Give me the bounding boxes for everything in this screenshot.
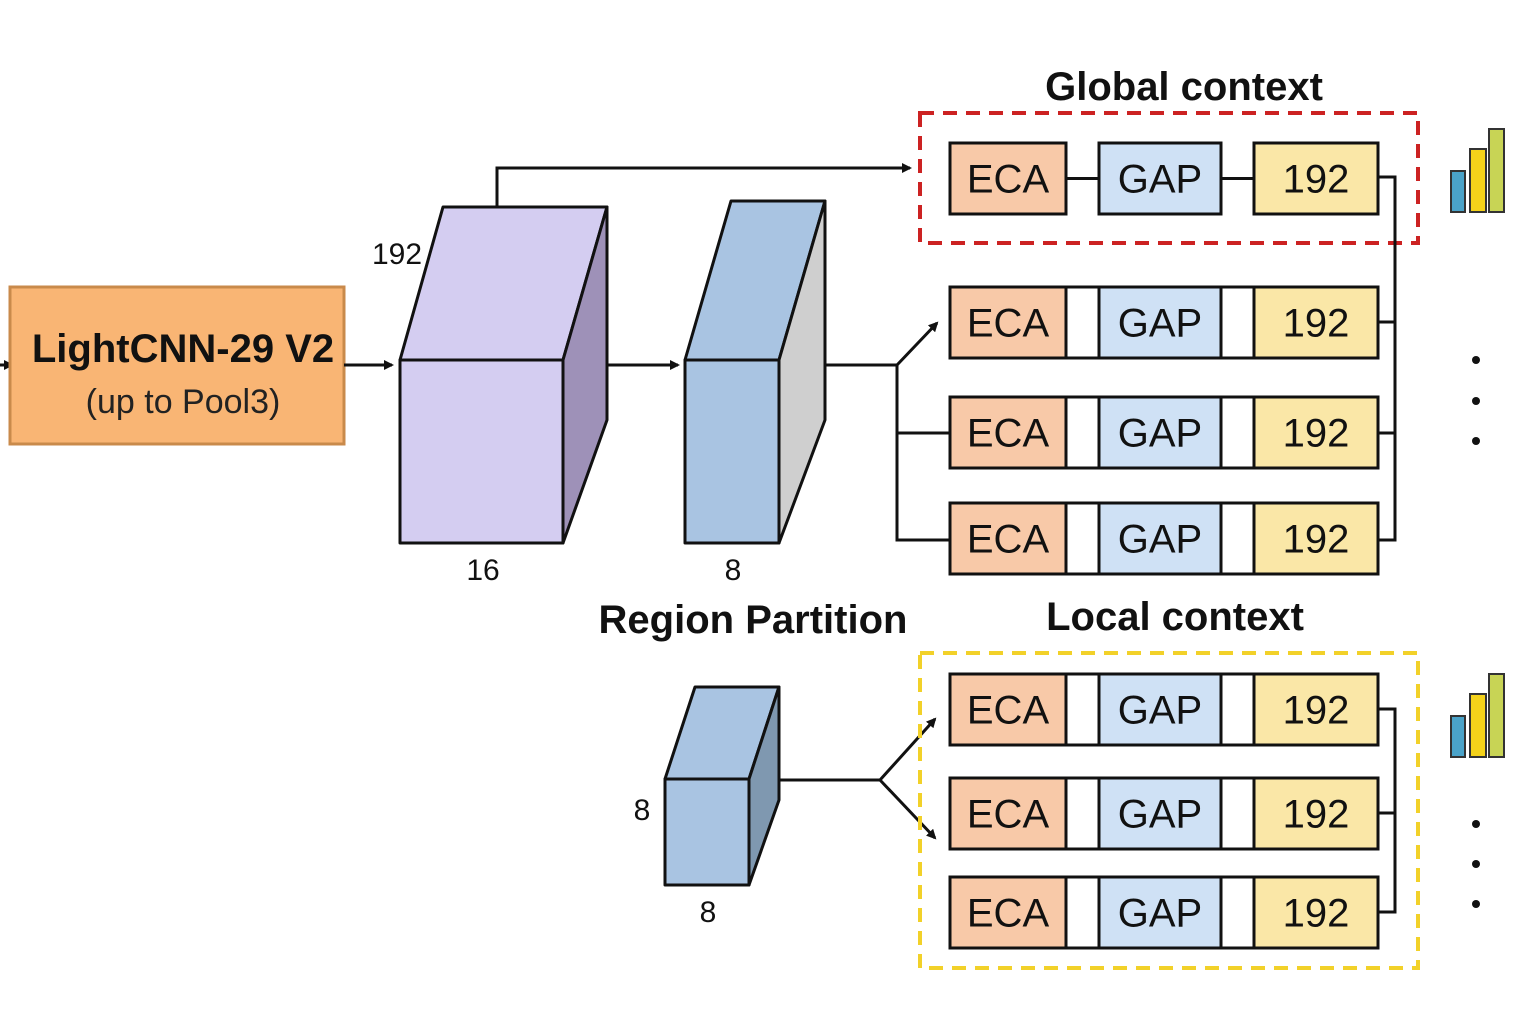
branch-row: ECA GAP 192 (948, 501, 1380, 576)
partition-cube-front (683, 358, 781, 545)
gap-cell (1097, 141, 1223, 216)
branch-arrow-1 (895, 321, 939, 367)
dim-cell-label: 192 (1283, 793, 1350, 837)
feature-width-label: 16 (466, 554, 499, 587)
eca-cell (948, 776, 1068, 851)
local-merge-bracket (1378, 707, 1397, 914)
gap-cell-label: GAP (1118, 158, 1202, 202)
feature-map-cube (398, 205, 609, 545)
gap-cell (1097, 285, 1223, 360)
backbone-subtitle: (up to Pool3) (86, 383, 281, 421)
gap-cell-label: GAP (1118, 689, 1202, 733)
eca-cell (948, 672, 1068, 747)
eca-cell (948, 285, 1068, 360)
global-context-region (918, 111, 1420, 245)
eca-cell (948, 141, 1068, 216)
eca-cell-label: ECA (967, 689, 1050, 733)
dim-cell (1252, 501, 1380, 576)
local-arrow-up (878, 717, 937, 782)
feature-channels-label: 192 (372, 238, 422, 271)
global-merge-bracket (1378, 175, 1397, 542)
region-cube-front (663, 777, 751, 887)
gap-cell-label: GAP (1118, 302, 1202, 346)
dim-cell-label: 192 (1283, 689, 1350, 733)
gap-cell-label: GAP (1118, 518, 1202, 562)
bar-chart-icon (1450, 128, 1505, 213)
local-arrow-down (878, 778, 937, 840)
eca-cell-label: ECA (967, 302, 1050, 346)
global-skip-arrow (495, 163, 912, 207)
eca-cell-label: ECA (967, 892, 1050, 936)
dim-cell (1252, 776, 1380, 851)
eca-cell-label: ECA (967, 158, 1050, 202)
eca-cell-label: ECA (967, 793, 1050, 837)
branch-row: ECA GAP 192 (948, 776, 1380, 851)
gap-cell-label: GAP (1118, 892, 1202, 936)
local-context-region (918, 651, 1420, 970)
dim-cell-label: 192 (1283, 158, 1350, 202)
global-context-title: Global context (1045, 65, 1323, 109)
region-block-cube (663, 685, 781, 887)
dim-cell-label: 192 (1283, 892, 1350, 936)
region-width-label: 8 (700, 896, 717, 929)
partition-map-cube (683, 199, 827, 545)
dim-cell-label: 192 (1283, 302, 1350, 346)
dim-cell (1252, 395, 1380, 470)
local-context-title: Local context (1046, 595, 1304, 639)
region-height-label: 8 (634, 794, 651, 827)
backbone-block: LightCNN-29 V2 (up to Pool3) (0, 285, 346, 446)
feature-cube-front (398, 358, 565, 545)
branch-row: ECA GAP 192 (948, 672, 1380, 747)
gap-cell-label: GAP (1118, 412, 1202, 456)
partition-width-label: 8 (725, 554, 742, 587)
gap-cell (1097, 395, 1223, 470)
dim-cell (1252, 875, 1380, 950)
dim-cell-label: 192 (1283, 518, 1350, 562)
branch-row: ECA GAP 192 (948, 395, 1380, 470)
eca-cell-label: ECA (967, 518, 1050, 562)
eca-cell-label: ECA (967, 412, 1050, 456)
dim-cell-label: 192 (1283, 412, 1350, 456)
gap-cell (1097, 875, 1223, 950)
gap-cell (1097, 501, 1223, 576)
eca-cell (948, 501, 1068, 576)
dim-cell (1252, 672, 1380, 747)
gap-cell-label: GAP (1118, 793, 1202, 837)
eca-cell (948, 875, 1068, 950)
bar-chart-icon (1450, 673, 1505, 758)
gap-cell (1097, 672, 1223, 747)
branch-line-2 (895, 365, 950, 435)
ellipsis-icon (1472, 356, 1480, 445)
eca-cell (948, 395, 1068, 470)
region-partition-label: Region Partition (599, 598, 908, 642)
backbone-title: LightCNN-29 V2 (32, 327, 334, 371)
branch-row: ECA GAP 192 (948, 141, 1380, 216)
ellipsis-icon (1472, 820, 1480, 908)
gap-cell (1097, 776, 1223, 851)
branch-row: ECA GAP 192 (948, 875, 1380, 950)
branch-row: ECA GAP 192 (948, 285, 1380, 360)
branch-line-3 (895, 433, 950, 542)
